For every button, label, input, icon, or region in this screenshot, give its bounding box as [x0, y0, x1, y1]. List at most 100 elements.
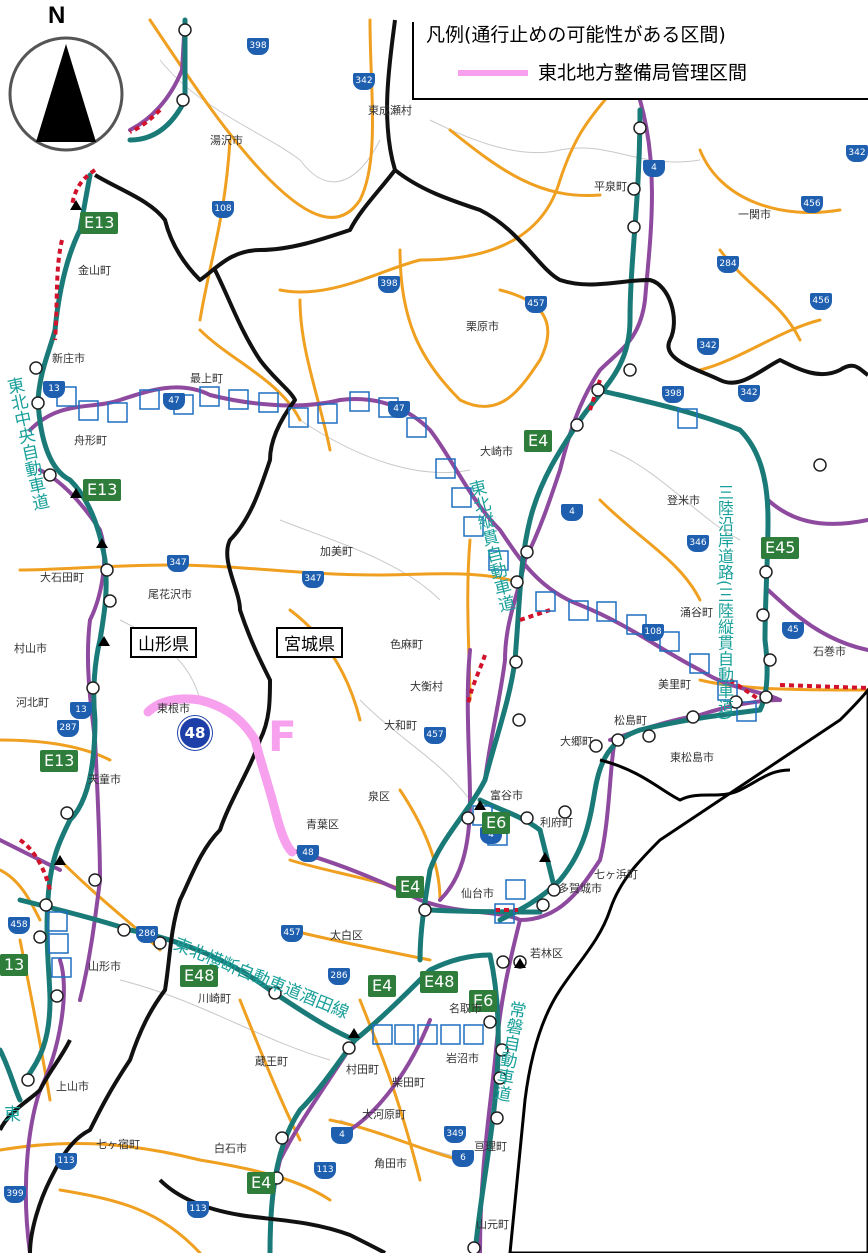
route-shield: 342: [697, 338, 719, 355]
place-label: 加美町: [320, 545, 353, 558]
place-label: 山元町: [476, 1218, 509, 1231]
expressway-code: E48: [180, 965, 219, 987]
north-label: N: [48, 2, 66, 29]
place-label: 河北町: [16, 696, 49, 709]
route-shield: 47: [163, 393, 185, 410]
route-shield: 457: [424, 727, 446, 744]
expressway-code: E4: [396, 876, 425, 898]
route-shield: 347: [167, 555, 189, 572]
expressway-code: E6: [469, 990, 498, 1012]
place-label: 色麻町: [390, 638, 423, 651]
route-shield: 286: [328, 968, 350, 985]
place-label: 名取市: [449, 1002, 482, 1015]
route-shield: 346: [687, 535, 709, 552]
place-label: 仙台市: [461, 887, 494, 900]
place-label: 七ヶ宿町: [96, 1138, 140, 1151]
legend: 凡例(通行止めの可能性がある区間) 東北地方整備局管理区間: [412, 20, 868, 100]
route-shield: 347: [302, 571, 324, 588]
section-label: F: [268, 712, 297, 761]
route-shield: 48: [297, 845, 319, 862]
legend-managed-section-swatch: [458, 70, 528, 76]
expressway-code: E4: [524, 430, 553, 452]
place-label: 新庄市: [52, 352, 85, 365]
place-label: 白石市: [214, 1142, 247, 1155]
place-label: 村山市: [14, 642, 47, 655]
route-shield: 399: [4, 1186, 26, 1203]
place-label: 亘理町: [474, 1140, 507, 1153]
route-shield: 342: [846, 145, 868, 162]
place-label: 大石田町: [40, 571, 84, 584]
route-shield: 45: [782, 622, 804, 639]
place-label: 大和町: [384, 719, 417, 732]
place-label: 村田町: [346, 1063, 379, 1076]
route-shield: 47: [388, 401, 410, 418]
place-label: 最上町: [190, 372, 223, 385]
place-label: 登米市: [667, 494, 700, 507]
route-shield: 108: [212, 201, 234, 218]
route-shield: 113: [314, 1162, 336, 1179]
place-label: 天童市: [88, 773, 121, 786]
route-shield: 349: [444, 1126, 466, 1143]
route-shield: 457: [281, 925, 303, 942]
place-label: 蔵王町: [255, 1055, 288, 1068]
place-label: 若林区: [530, 947, 563, 960]
place-label: 美里町: [658, 678, 691, 691]
prefecture-label-yamagata: 山形県: [130, 627, 197, 658]
route-shield: 284: [717, 256, 739, 273]
prefecture-label-miyagi: 宮城県: [276, 627, 343, 658]
watch-boxes: [47, 386, 757, 1045]
route-shield: 13: [43, 381, 65, 398]
place-label: 上山市: [56, 1080, 89, 1093]
place-label: 大郷町: [560, 735, 593, 748]
route-shield: 456: [810, 293, 832, 310]
route-shield: 113: [187, 1201, 209, 1218]
place-label: 岩沼市: [446, 1052, 479, 1065]
route-shield: 4: [561, 504, 583, 521]
route-48-marker: 48: [178, 716, 212, 750]
place-label: 平泉町: [594, 180, 627, 193]
route-shield: 398: [247, 38, 269, 55]
place-label: 栗原市: [466, 320, 499, 333]
place-label: 川崎町: [198, 992, 231, 1005]
place-label: 大崎市: [480, 445, 513, 458]
north-arrow: N: [8, 2, 130, 156]
expressway-code: E6: [482, 812, 511, 834]
expressway-name-tohoku-left: 東: [4, 1105, 21, 1125]
expressway-code: E4: [368, 975, 397, 997]
route-shield: 113: [55, 1153, 77, 1170]
place-label: 東根市: [157, 702, 190, 715]
route-shield: 456: [801, 196, 823, 213]
compass-icon: [8, 36, 124, 152]
expressway-code: E45: [761, 537, 800, 559]
place-label: 東成瀬村: [368, 104, 412, 117]
expressway-name-sanriku: 三陸沿岸道路(三陸縦貫自動車道): [715, 484, 734, 721]
route-shield: 458: [8, 917, 30, 934]
route-shield: 342: [353, 73, 375, 90]
expressway-code: E13: [40, 750, 79, 772]
route-shield: 287: [57, 720, 79, 737]
route-shield: 4: [331, 1127, 353, 1144]
place-label: 利府町: [540, 816, 573, 829]
expressway-code: E13: [80, 212, 119, 234]
expressway-code: 13: [0, 954, 29, 976]
place-label: 山形市: [88, 960, 121, 973]
place-label: 青葉区: [306, 818, 339, 831]
caution-sections: [18, 108, 868, 912]
managed-section-route-48: [143, 694, 297, 857]
place-label: 富谷市: [490, 789, 523, 802]
place-label: 柴田町: [392, 1076, 425, 1089]
place-label: 湯沢市: [210, 134, 243, 147]
place-label: 泉区: [368, 790, 390, 803]
route-shield: 108: [642, 624, 664, 641]
place-label: 松島町: [614, 714, 647, 727]
place-label: 角田市: [374, 1157, 407, 1170]
place-label: 七ヶ浜町: [594, 868, 638, 881]
legend-title: 凡例(通行止めの可能性がある区間): [422, 20, 730, 47]
place-label: 舟形町: [74, 434, 107, 447]
place-label: 金山町: [78, 264, 111, 277]
place-label: 太白区: [330, 929, 363, 942]
place-label: 東松島市: [670, 751, 714, 764]
interchanges: [21, 23, 827, 1253]
route-shield: 457: [525, 296, 547, 313]
